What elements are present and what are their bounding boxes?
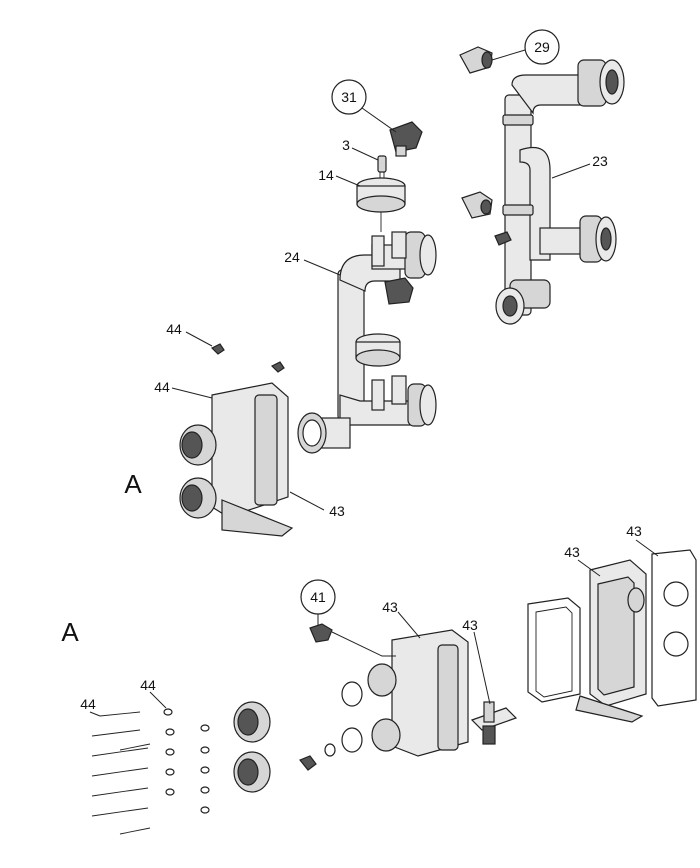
callout-14: 14 — [318, 167, 334, 183]
callout-43-c: 43 — [462, 617, 478, 633]
callout-44-a: 44 — [166, 321, 182, 337]
callout-43-d: 43 — [564, 544, 580, 560]
part-41-fitting — [309, 623, 333, 643]
unions — [233, 701, 271, 793]
part-3-fitting — [377, 155, 387, 181]
part-29-check-valve — [459, 46, 493, 74]
section-label-a-upper: A — [124, 469, 142, 499]
callout-24: 24 — [284, 249, 300, 265]
washers — [163, 708, 210, 814]
callout-43-b: 43 — [382, 599, 398, 615]
section-label-a-lower: A — [61, 617, 79, 647]
callout-43-e: 43 — [626, 523, 642, 539]
plumbing-assembly-23 — [461, 59, 625, 325]
exploded-lower — [91, 549, 697, 835]
callout-29: 29 — [534, 39, 550, 55]
callout-44-b: 44 — [154, 379, 170, 395]
part-31-valve — [389, 121, 423, 157]
callout-44-c: 44 — [140, 677, 156, 693]
rear-plate — [651, 549, 697, 707]
callout-31-circle — [331, 79, 367, 115]
manifold-upper — [179, 343, 294, 537]
callout-41: 41 — [310, 589, 326, 605]
callout-3: 3 — [342, 137, 350, 153]
callout-31: 31 — [341, 89, 357, 105]
callout-43-a: 43 — [329, 503, 345, 519]
plumbing-assembly-24 — [297, 231, 437, 454]
diaphragm — [470, 701, 518, 745]
manifold-lower — [367, 629, 469, 757]
part-14-sensor — [356, 177, 406, 232]
callout-44-d: 44 — [80, 696, 96, 712]
callout-29-circle — [524, 29, 560, 65]
bolts — [91, 711, 151, 835]
cover-plate — [575, 559, 647, 723]
callout-23: 23 — [592, 153, 608, 169]
